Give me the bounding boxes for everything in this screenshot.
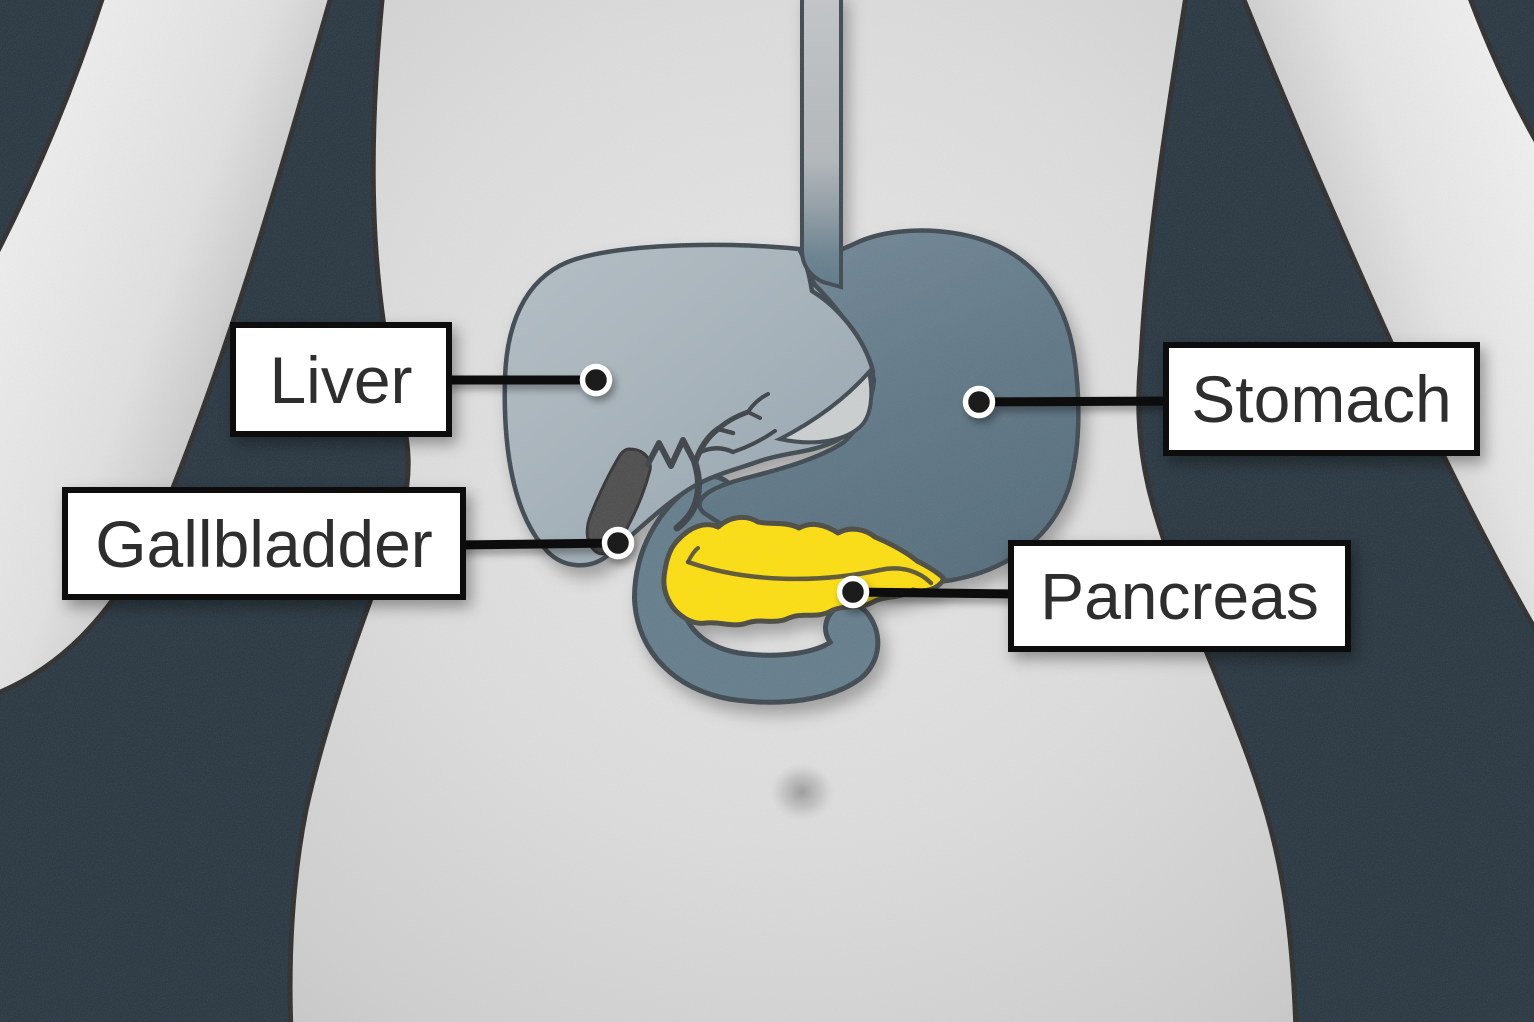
pancreas-label-text: Pancreas (1040, 559, 1319, 633)
gallbladder-label-text: Gallbladder (95, 506, 433, 581)
liver-marker-dot (579, 363, 613, 397)
stomach-connector-line (978, 396, 1173, 407)
liver-label: Liver (230, 322, 452, 437)
stomach-label-text: Stomach (1191, 362, 1452, 436)
annotation-group (445, 363, 1173, 609)
pancreas-label: Pancreas (1008, 540, 1351, 652)
gallbladder-connector-line (457, 538, 619, 550)
gallbladder-marker-dot (601, 526, 635, 560)
stomach-marker-dot (962, 385, 996, 419)
stomach-label: Stomach (1163, 342, 1480, 456)
pancreas-marker-dot (836, 575, 870, 609)
gallbladder-label: Gallbladder (62, 487, 466, 600)
pancreas-connector-line (852, 587, 1017, 599)
liver-label-text: Liver (269, 342, 413, 417)
